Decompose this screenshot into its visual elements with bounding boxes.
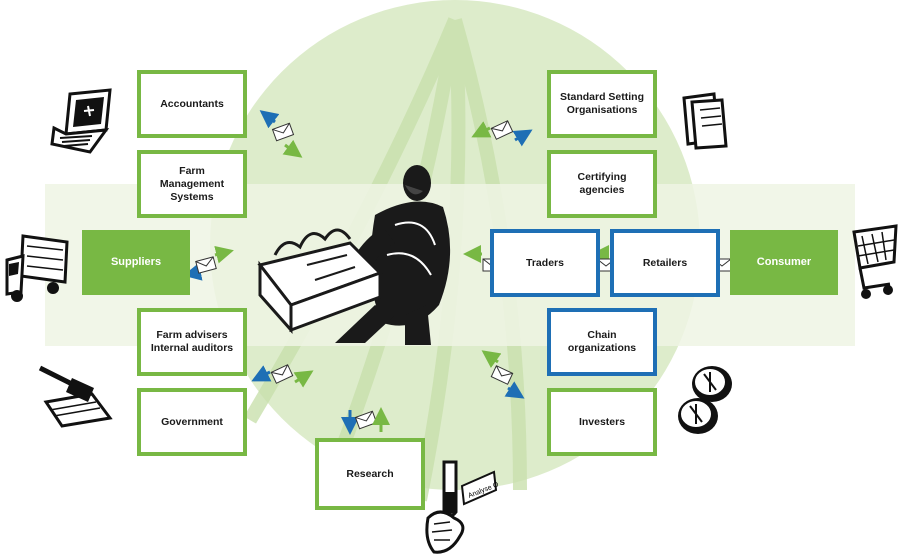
node-research: Research bbox=[315, 438, 425, 510]
node-consumer: Consumer bbox=[730, 230, 838, 295]
coins-icon bbox=[678, 366, 732, 434]
node-suppliers: Suppliers bbox=[82, 230, 190, 295]
node-investers: Investers bbox=[547, 388, 657, 456]
documents-icon bbox=[682, 92, 728, 150]
gavel-icon bbox=[38, 365, 113, 428]
test-tube-icon: Analyse O.K. bbox=[425, 460, 498, 554]
node-chain-organizations: Chain organizations bbox=[547, 308, 657, 376]
node-standard-setting-organisations: Standard Setting Organisations bbox=[547, 70, 657, 138]
node-farm-advisers: Farm advisers Internal auditors bbox=[137, 308, 247, 376]
node-farm-management-systems: Farm Management Systems bbox=[137, 150, 247, 218]
shopping-cart-icon bbox=[852, 224, 898, 299]
node-government: Government bbox=[137, 388, 247, 456]
node-accountants: Accountants bbox=[137, 70, 247, 138]
node-certifying-agencies: Certifying agencies bbox=[547, 150, 657, 218]
laptop-icon bbox=[50, 88, 112, 154]
node-traders: Traders bbox=[490, 229, 600, 297]
farmer-carrying-box-illustration bbox=[257, 165, 451, 345]
truck-icon bbox=[5, 234, 69, 302]
node-retailers: Retailers bbox=[610, 229, 720, 297]
